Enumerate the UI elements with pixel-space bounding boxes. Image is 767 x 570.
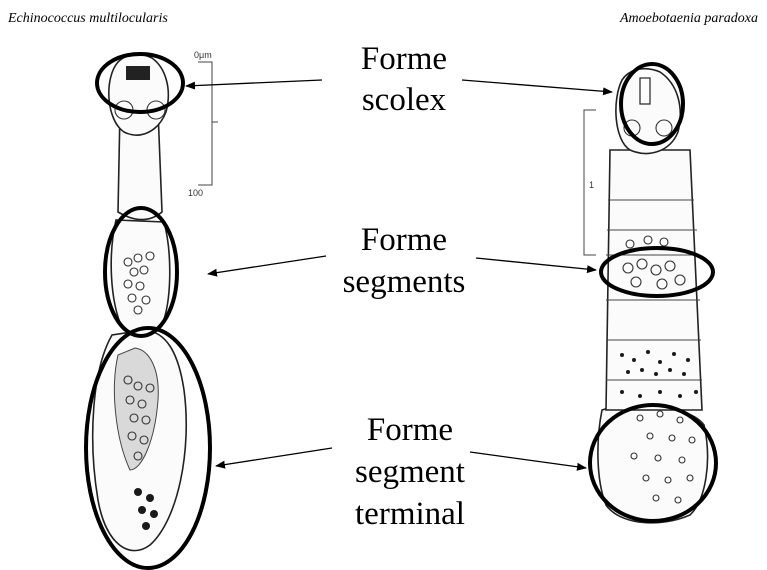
left-scale-bar xyxy=(198,62,212,185)
arrow-terminal-right xyxy=(470,452,586,468)
label-segments-line1: Forme xyxy=(361,222,447,258)
arrow-segments-right xyxy=(476,258,596,270)
right-terminal-segment xyxy=(598,405,708,523)
arrow-scolex-right xyxy=(462,80,612,92)
arrow-scolex-left xyxy=(186,80,322,86)
left-middle-segment xyxy=(111,220,170,335)
left-scale-top: 0μm xyxy=(194,50,212,60)
arrow-terminal-left xyxy=(216,448,332,466)
left-rostellum xyxy=(126,66,150,80)
label-terminal-line1: Forme xyxy=(367,412,453,448)
species-left-title: Echinococcus multilocularis xyxy=(7,11,168,26)
species-right-title: Amoebotaenia paradoxa xyxy=(619,11,758,26)
label-scolex-line2: scolex xyxy=(362,82,447,118)
label-segments-line2: segments xyxy=(343,264,466,300)
right-strobila xyxy=(606,150,702,410)
right-rostellum xyxy=(640,78,650,104)
label-terminal-line3: terminal xyxy=(355,496,465,532)
right-scale-mark: 1 xyxy=(589,180,594,190)
arrow-segments-left xyxy=(208,256,326,274)
label-terminal-line2: segment xyxy=(355,454,465,490)
left-worm: 0μm 100 xyxy=(93,50,218,551)
left-scale-bottom: 100 xyxy=(188,188,203,198)
label-scolex-line1: Forme xyxy=(361,41,447,77)
